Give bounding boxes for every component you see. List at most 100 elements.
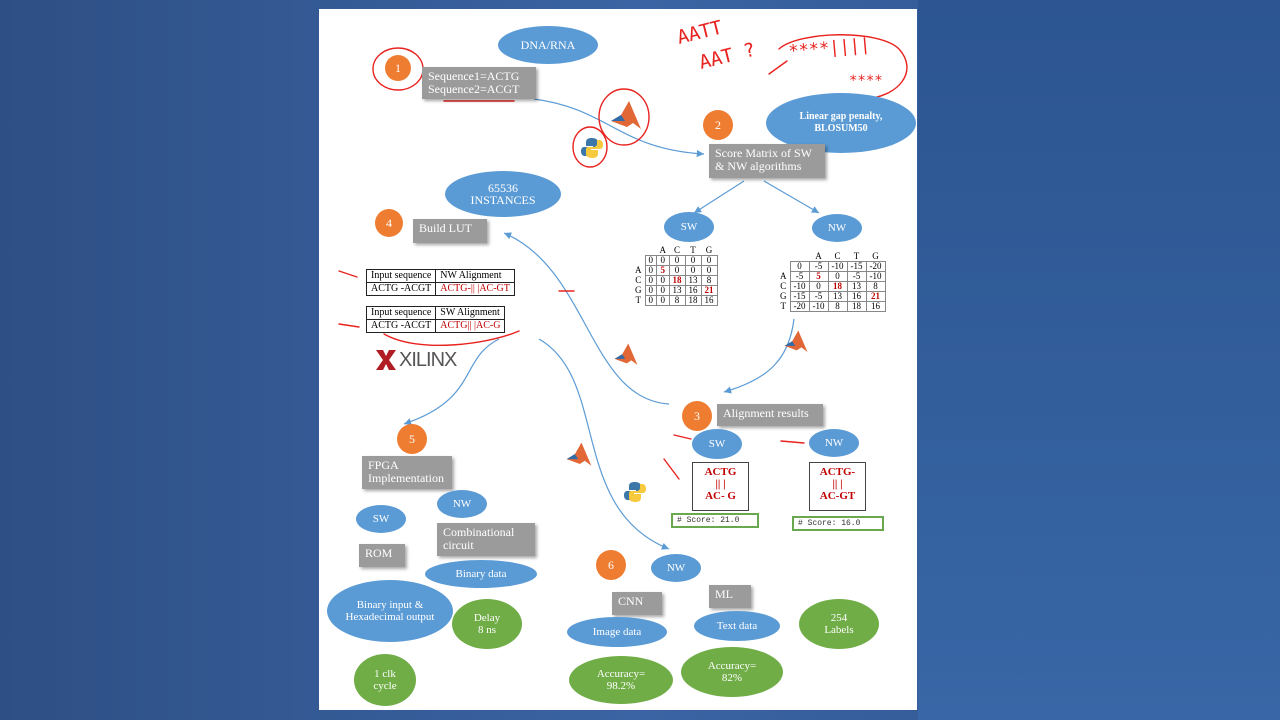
nw-result-line1: ACTG- [819,466,856,478]
nw-table-h1: Input sequence [365,269,437,283]
step-5-circle: 5 [397,424,427,454]
accuracy-ml-node: Accuracy= 82% [681,647,783,697]
text-data-node: Text data [694,611,780,641]
sw-table-h1: Input sequence [365,306,437,320]
nw-alignment-result: ACTG- || | AC-GT [809,462,866,511]
instances-bubble: 65536 INSTANCES [445,171,561,217]
matrix-cell: 8 [827,301,848,312]
nw-node: NW [812,214,862,242]
matrix-cell: 0 [684,265,702,276]
step-3-circle: 3 [682,401,712,431]
python-icon [581,138,603,158]
matrix-cell: -10 [789,281,810,292]
matrix-cell: 0 [644,265,657,276]
matrix-col-label: A [815,251,822,261]
io-node: Binary input & Hexadecimal output [327,580,453,642]
slide: AATT AAT ? ****|||| **** 1 DNA/RNA Seque… [319,9,917,710]
sw-alignment-result: ACTG || | AC- G [692,462,749,511]
ink-aatt: AATT [675,16,725,48]
matrix-cell: 0 [668,255,686,266]
matrix-cell: 0 [656,255,670,266]
matrix-cell: 0 [644,255,657,266]
alignment-results-box: Alignment results [717,404,823,426]
clk-cycle-node: 1 clk cycle [354,654,416,706]
matlab-icon [784,330,808,352]
step-4-circle: 4 [375,209,403,237]
combinational-circuit-box: Combinational circuit [437,523,535,556]
nw-table-c1: ACTG -ACGT [365,282,437,296]
nw-result-line2: || | [832,478,843,490]
matrix-row-label: C [635,275,642,285]
arrow-nw-to-results [723,318,795,394]
matrix-cell: 13 [827,291,848,302]
matrix-cell: 8 [865,281,886,292]
matrix-row-label: C [780,281,787,291]
matrix-cell: 0 [827,271,848,282]
sequence1: Sequence1=ACTG [428,69,520,83]
dna-rna-bubble: DNA/RNA [498,26,598,64]
matrix-row-label: G [635,285,642,295]
ink-annotations: AATT AAT ? ****|||| **** [338,16,908,644]
instances-count: 65536 [488,181,518,195]
step-2-circle: 2 [703,110,733,140]
matrix-cell: 0 [644,275,657,286]
sw-node: SW [664,212,714,242]
sequences-box: Sequence1=ACTG Sequence2=ACGT [422,67,536,99]
matrix-row-label: T [635,295,642,305]
matrix-cell: 13 [846,281,867,292]
matlab-icon [614,343,638,365]
step-1-circle: 1 [385,55,411,81]
matrix-cell: 16 [865,301,886,312]
matrix-cell: 13 [668,285,686,296]
arrow-matrix-to-sw [693,180,745,214]
matrix-cell: 5 [808,271,829,282]
matrix-col-label: T [853,251,860,261]
fpga-sw-node: SW [356,505,406,533]
matrix-col-label: T [690,245,696,255]
matrix-cell: 18 [846,301,867,312]
matrix-row-label: G [780,291,787,301]
matrix-col-label: G [872,251,879,261]
matrix-cell: 0 [684,255,702,266]
blosum-label: BLOSUM50 [814,123,868,134]
matrix-cell: -20 [865,261,886,272]
matrix-col-label: G [705,245,713,255]
matrix-cell: -5 [808,291,829,302]
matrix-cell: 0 [700,265,718,276]
sw-table-c2: ACTG|| |AC-G [435,319,506,333]
binary-data-node: Binary data [425,560,537,588]
instances-label: INSTANCES [470,193,536,207]
matrix-cell: 16 [700,295,718,306]
gap-penalty-label: Linear gap penalty, [799,111,883,122]
delay-node: Delay 8 ns [452,599,522,649]
matrix-cell: 18 [668,275,686,286]
matrix-row-label [777,262,790,272]
result-sw-node: SW [692,429,742,459]
nw-score: # Score: 16.0 [792,516,884,531]
matrix-cell: 18 [684,295,702,306]
matrix-col-label: C [834,251,841,261]
accuracy-cnn-node: Accuracy= 98.2% [569,656,673,704]
ml-box: ML [709,585,751,608]
matrix-cell: 0 [700,255,718,266]
matrix-row-label [632,256,645,266]
python-icon [624,482,646,502]
cnn-box: CNN [612,592,662,615]
rom-box: ROM [359,544,405,567]
matrix-row-label: T [780,301,787,311]
ml-nw-node: NW [651,554,701,582]
matrix-col-label [632,246,645,256]
sw-table-h2: SW Alignment [435,306,506,320]
ink-aat: AAT ? [697,39,758,74]
matlab-icon [566,442,592,466]
matrix-cell: 0 [808,281,829,292]
